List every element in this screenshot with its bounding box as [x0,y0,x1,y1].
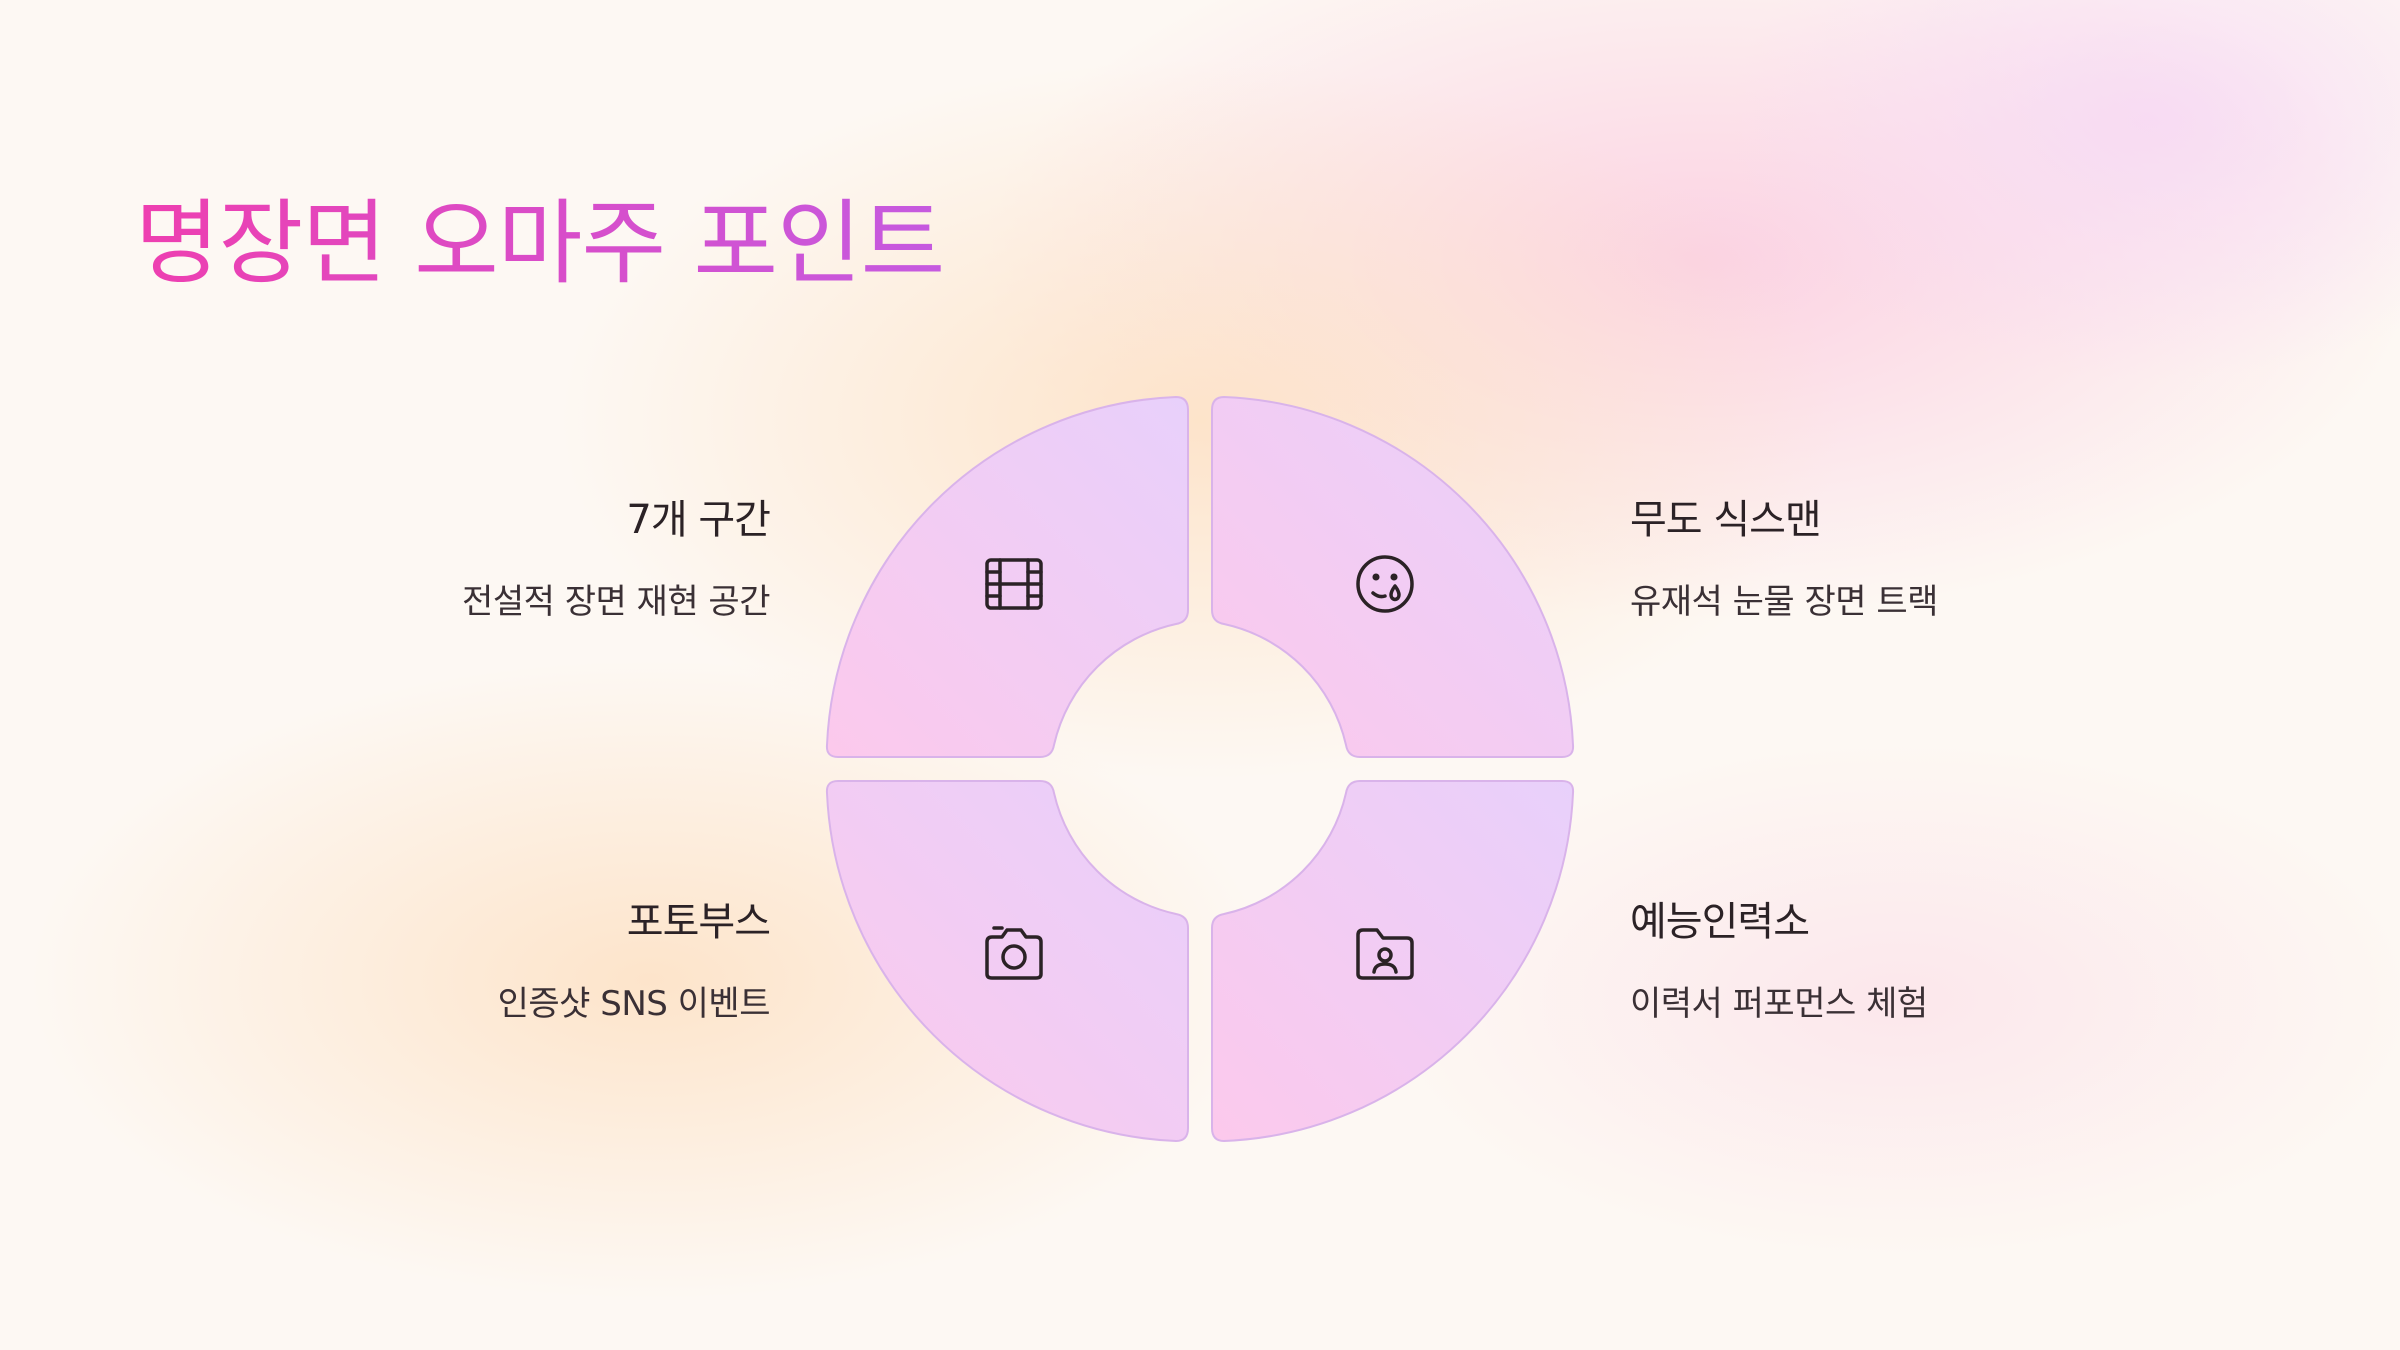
item-film-zone: 7개 구간 전설적 장면 재현 공간 [150,496,771,623]
page-title: 명장면 오마주 포인트 [135,190,945,297]
crying-face-icon [1356,555,1414,613]
film-icon [985,558,1043,610]
camera-icon [985,926,1043,980]
item-heading: 무도 식스맨 [1630,497,1822,543]
segment-top-left [825,395,1189,758]
item-description: 인증샷 SNS 이벤트 [497,984,771,1024]
item-heading: 7개 구간 [626,497,771,543]
item-description: 전설적 장면 재현 공간 [462,582,770,622]
item-photobooth: 포토부스 인증샷 SNS 이벤트 [150,898,771,1025]
segment-bottom-left [825,780,1189,1143]
folder-user-icon [1356,928,1414,980]
item-heading: 포토부스 [626,899,771,945]
item-sixman: 무도 식스맨 유재석 눈물 장면 트랙 [1630,496,2250,623]
item-talent-agency: 예능인력소 이력서 퍼포먼스 체험 [1630,898,2250,1025]
item-heading: 예능인력소 [1630,899,1810,945]
item-description: 유재석 눈물 장면 트랙 [1630,582,1938,622]
segment-bottom-right [1211,780,1575,1143]
item-description: 이력서 퍼포먼스 체험 [1630,984,1928,1024]
